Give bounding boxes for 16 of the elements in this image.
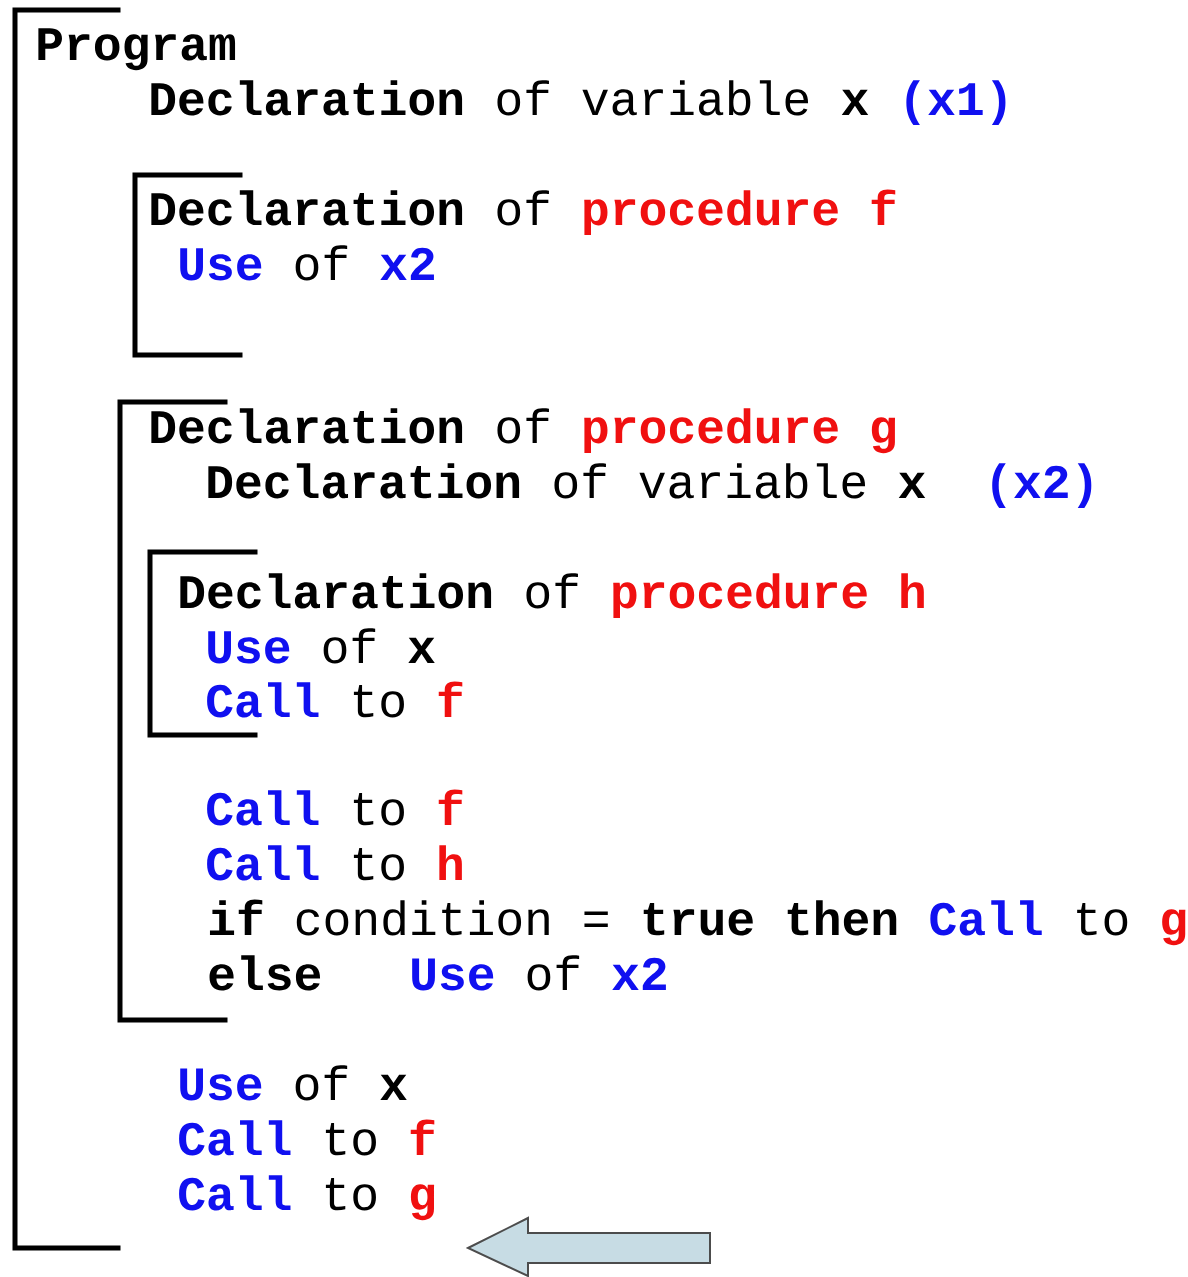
code-line: else Use of x2 — [209, 955, 666, 991]
code-line: Use of x — [208, 628, 435, 664]
code-line: Call to f — [207, 681, 463, 718]
code-line: Declaration of variable x (x2) — [208, 463, 1092, 508]
code-line: Call to f — [179, 1119, 435, 1156]
code-line: if condition = true then Call to g — [209, 899, 1186, 946]
code-line: Call to f — [207, 789, 463, 826]
code-line: Use of x2 — [180, 245, 434, 281]
code-line: Declaration of procedure g — [151, 408, 896, 454]
code-line: Call to g — [179, 1175, 435, 1221]
code-line: Declaration of variable x (x1) — [151, 80, 1006, 125]
code-line: Call to h — [207, 845, 462, 881]
code-line: Declaration of procedure h — [180, 573, 924, 618]
code-line: Declaration of procedure f — [151, 189, 896, 235]
code-line: Program — [38, 28, 236, 71]
code-line: Use of x — [180, 1065, 407, 1101]
